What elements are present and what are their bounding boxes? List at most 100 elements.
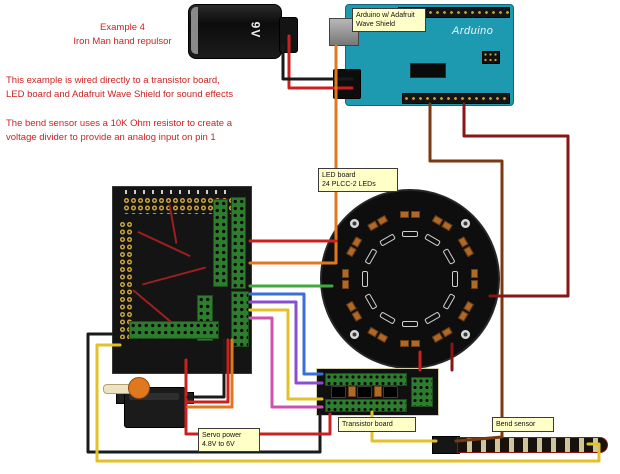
led-cluster [399,211,421,237]
led-pad [362,271,368,287]
transistor-board-note-line1: Transistor board [342,421,393,428]
female-header-strip [231,197,246,289]
resistor [400,211,409,218]
terminal-block [411,377,433,407]
resistor [367,220,379,232]
arduino-note-line1: Arduino w/ Adafruit [356,12,415,19]
terminal-block [325,373,407,386]
resistor [376,332,389,343]
mounting-hole [350,330,359,339]
resistor [348,386,356,397]
pcb-trace [132,289,172,323]
wire-shield-to-transistor-pink [248,316,324,409]
servo-power-note-line1: Servo power [202,432,242,439]
resistor [441,326,453,338]
bend-sensor-connector [432,436,460,454]
led-cluster [424,311,453,344]
battery-cap [191,7,198,54]
mounting-hole [350,219,359,228]
resistor [463,245,474,258]
wire-shield-to-transistor-yellow [248,308,324,401]
female-header-strip [129,321,219,339]
resistor [441,220,453,232]
arduino-brand-text: Arduino [452,25,494,37]
led-cluster [452,268,478,290]
led-pad [379,233,396,247]
battery-9v: 9V [188,4,282,59]
bend-sensor-note-line1: The bend sensor uses a 10K Ohm resistor … [6,118,233,129]
led-cluster [424,215,453,247]
led-cluster [442,293,475,322]
wire-shield-to-transistor-purple [248,300,324,385]
led-cluster [366,311,396,344]
transistor [357,386,372,398]
terminal-block [325,399,407,412]
led-board-note: LED board 24 PLCC-2 LEDs [318,168,398,192]
resistor [351,236,363,248]
arduino-note-line2: Wave Shield [356,21,396,28]
microcontroller-chip [410,63,446,78]
resistor [342,269,349,278]
transistor-board-note: Transistor board [338,417,416,432]
resistor [346,245,357,258]
arduino-note: Arduino w/ Adafruit Wave Shield [352,8,426,32]
example-title-line1: Example 4 [100,22,145,33]
led-cluster [342,268,368,290]
female-header-strip [231,291,249,347]
bend-sensor [457,437,608,453]
led-pad [379,311,396,325]
resistor [457,310,469,322]
battery-label: 9V [248,21,263,39]
transistor [331,386,346,398]
resistor [400,340,409,347]
led-pad [364,293,378,310]
resistor [471,269,478,278]
servo-horn-hub [128,377,150,399]
led-pad [402,321,418,327]
led-cluster [442,235,475,265]
led-cluster [366,215,396,247]
resistor [463,300,474,313]
led-pad [402,231,418,237]
led-cluster [346,293,378,322]
resistor [376,215,389,226]
led-pad [364,248,378,265]
led-pad [424,311,441,325]
mounting-hole [461,330,470,339]
female-header-strip [213,199,228,287]
description-text: This example is wired directly to a tran… [6,74,336,102]
mounting-hole [461,219,470,228]
battery-clip [279,17,298,53]
resistor [411,211,420,218]
silkscreen-ticks [125,190,233,194]
led-cluster [346,235,378,265]
through-hole-rows [123,197,241,214]
example-title-line2: Iron Man hand repulsor [73,36,172,47]
power-jack [333,69,361,99]
led-board-note-line1: LED board [322,172,356,179]
bend-sensor-note-line1: Bend sensor [496,421,536,428]
led-pad [442,248,456,265]
servo-power-note-line2: 4.8V to 6V [202,441,235,448]
resistor [471,280,478,289]
led-pad [442,293,456,310]
led-pad [424,233,441,247]
bend-sensor-note: Bend sensor [492,417,554,432]
bend-sensor-note-text: The bend sensor uses a 10K Ohm resistor … [6,117,336,145]
resistor [374,386,382,397]
resistor [351,310,363,322]
wire-shield-to-transistor-blue [248,292,324,376]
led-board-note-line2: 24 PLCC-2 LEDs [322,181,376,188]
description-line1: This example is wired directly to a tran… [6,75,220,86]
resistor [342,280,349,289]
led-pad [452,271,458,287]
led-cluster [399,321,421,347]
pcb-trace [137,230,191,258]
resistor [431,332,444,343]
description-line2: LED board and Adafruit Wave Shield for s… [6,89,234,100]
transistor-board [316,368,439,416]
analog-pin-header [402,93,510,104]
through-hole-column [119,221,133,339]
